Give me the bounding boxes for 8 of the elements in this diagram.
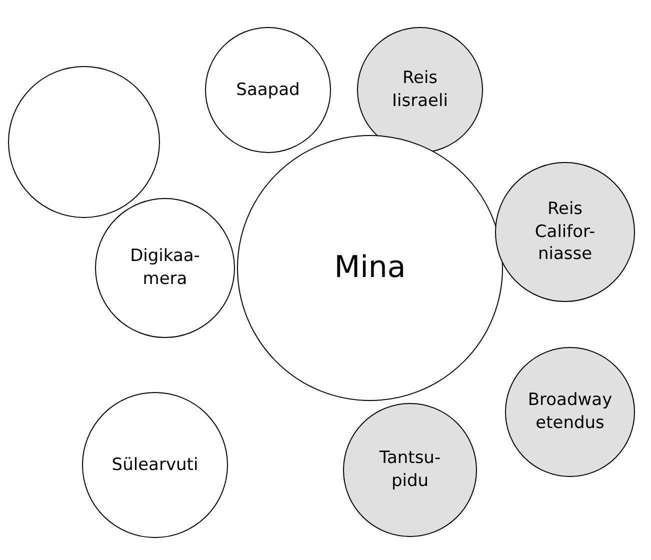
node-label: Reis Iisraeli (391, 67, 449, 113)
node-label: Saapad (236, 78, 300, 102)
node-label: Sülearvuti (112, 454, 198, 476)
node-label: Reis Califor- niasse (534, 198, 596, 266)
node-label: Digikaa- mera (129, 245, 201, 291)
node-label: Tantsu- pidu (378, 447, 442, 493)
node-label: Mina (334, 248, 406, 287)
node-label: Broadway etendus (526, 389, 614, 435)
